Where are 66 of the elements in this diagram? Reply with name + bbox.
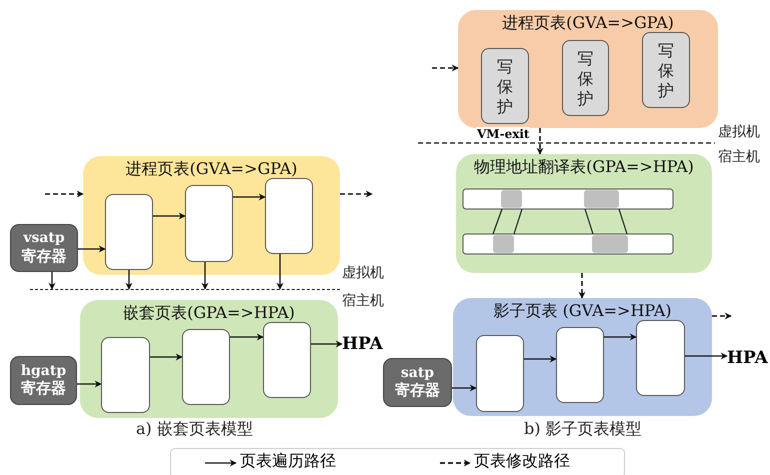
page-table-box (636, 320, 685, 396)
arrow (712, 312, 732, 320)
register-name: hgatp (20, 364, 66, 380)
arrow (276, 254, 284, 290)
side-label: 宿主机 (718, 148, 760, 166)
side-label: 虚拟机 (718, 123, 760, 141)
box-label: 写保护 (578, 49, 594, 109)
arrow (78, 246, 106, 252)
arrow (230, 334, 264, 340)
edge-label: VM-exit (476, 127, 530, 141)
page-table-box (265, 178, 313, 254)
write-protect-box (642, 32, 690, 108)
arrow (604, 334, 637, 340)
arrow (126, 270, 132, 290)
page-table-box (476, 335, 524, 412)
arrow (340, 190, 373, 198)
box-label: 写保护 (658, 41, 674, 101)
panel (458, 10, 718, 128)
register-box (10, 224, 78, 272)
arrow (432, 64, 459, 72)
arrow (536, 128, 544, 155)
register-box (383, 358, 452, 407)
arrow (452, 384, 477, 392)
subfigure-caption: a) 嵌套页表模型 (136, 419, 253, 440)
register-name: vsatp (23, 231, 65, 247)
legend-label: 页表遍历路径 (240, 451, 336, 472)
panel-title: 进程页表(GVA=>GPA) (126, 159, 298, 180)
write-protect-box (562, 40, 609, 116)
register-label: 寄存器 (395, 381, 440, 400)
page-table-box (185, 185, 233, 262)
register-name: satp (400, 366, 434, 382)
page-table-box (556, 327, 604, 403)
arrow (150, 354, 183, 360)
panel-title: 影子页表 (GVA=>HPA) (494, 301, 672, 322)
arrow (77, 380, 102, 388)
arrow (48, 272, 56, 290)
legend-label: 页表修改路径 (474, 451, 570, 472)
register-box (10, 356, 77, 405)
write-protect-box (481, 48, 529, 124)
arrow (233, 194, 266, 200)
output-label: HPA (342, 335, 387, 354)
arrow (311, 340, 343, 348)
arrow (202, 262, 208, 290)
page-table-box (105, 194, 153, 270)
arrow (45, 190, 84, 198)
panel-title: 物理地址翻译表(GPA=>HPA) (474, 157, 694, 178)
panel (453, 298, 712, 416)
panel (80, 300, 338, 418)
arrow (153, 212, 186, 220)
page-table-box (182, 329, 230, 405)
arrow (685, 352, 728, 360)
box-label: 写保护 (497, 57, 513, 117)
register-label: 寄存器 (21, 379, 66, 398)
subfigure-caption: b) 影子页表模型 (524, 419, 642, 440)
page-table-box (101, 337, 150, 413)
page-table-box (263, 322, 311, 398)
arrow (524, 356, 557, 362)
boundary-line (30, 289, 340, 291)
panel (83, 156, 340, 275)
register-label: 寄存器 (22, 246, 66, 265)
side-label: 虚拟机 (342, 264, 384, 282)
panel-title: 进程页表(GVA=>GPA) (502, 13, 674, 34)
panel-title: 嵌套页表(GPA=>HPA) (123, 303, 295, 324)
output-label: HPA (727, 349, 770, 368)
side-label: 宿主机 (342, 292, 384, 310)
arrow (578, 273, 586, 299)
